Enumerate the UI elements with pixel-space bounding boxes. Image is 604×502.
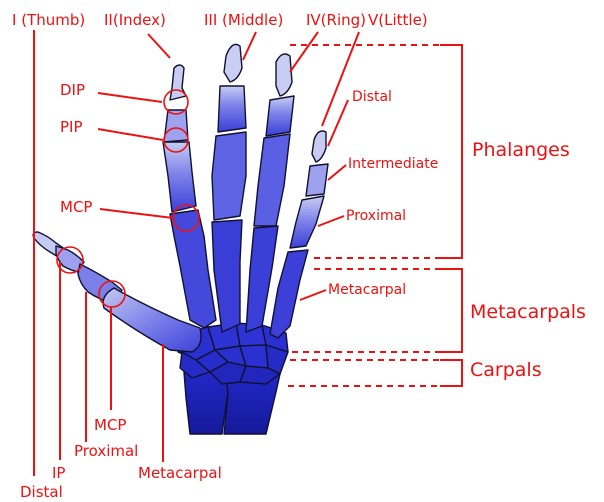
label-intermediate: Intermediate bbox=[348, 156, 438, 172]
label-proximal: Proximal bbox=[346, 208, 406, 224]
label-thumb-mcp: MCP bbox=[94, 416, 126, 434]
label-little: V(Little) bbox=[368, 11, 428, 29]
leader-index bbox=[148, 34, 170, 58]
middle-finger-bones bbox=[212, 44, 246, 332]
label-phalanges: Phalanges bbox=[472, 139, 570, 161]
label-thumb-metacarpal: Metacarpal bbox=[138, 464, 222, 482]
label-mcp: MCP bbox=[60, 198, 92, 216]
leader-metacarpal bbox=[300, 290, 326, 300]
label-metacarpals: Metacarpals bbox=[470, 301, 586, 323]
label-thumb-proximal: Proximal bbox=[74, 442, 138, 460]
label-middle: III (Middle) bbox=[204, 11, 283, 29]
label-pip: PIP bbox=[60, 118, 83, 136]
label-ring: IV(Ring) bbox=[306, 11, 366, 29]
label-carpals: Carpals bbox=[470, 359, 542, 381]
label-thumb-ip: IP bbox=[52, 464, 65, 482]
leader-middle bbox=[243, 32, 256, 60]
leader-mcp bbox=[100, 209, 173, 218]
label-dip: DIP bbox=[60, 81, 85, 99]
leader-dip bbox=[98, 93, 162, 102]
bracket-phalanges bbox=[440, 45, 462, 258]
index-finger-bones bbox=[163, 65, 216, 328]
leader-ring bbox=[290, 32, 318, 72]
label-distal: Distal bbox=[352, 89, 392, 105]
label-thumb: I (Thumb) bbox=[12, 11, 85, 29]
leader-proximal bbox=[318, 216, 344, 226]
bracket-carpals bbox=[440, 360, 462, 386]
bracket-metacarpals bbox=[440, 269, 462, 352]
label-thumb-distal: Distal bbox=[20, 483, 63, 501]
label-index: II(Index) bbox=[104, 11, 166, 29]
label-metacarpal-right: Metacarpal bbox=[328, 282, 406, 298]
leader-little bbox=[322, 32, 359, 126]
leader-pip bbox=[98, 129, 163, 140]
leader-distal bbox=[328, 100, 348, 146]
thumb-bones bbox=[33, 232, 201, 352]
leader-intermediate bbox=[328, 165, 346, 180]
